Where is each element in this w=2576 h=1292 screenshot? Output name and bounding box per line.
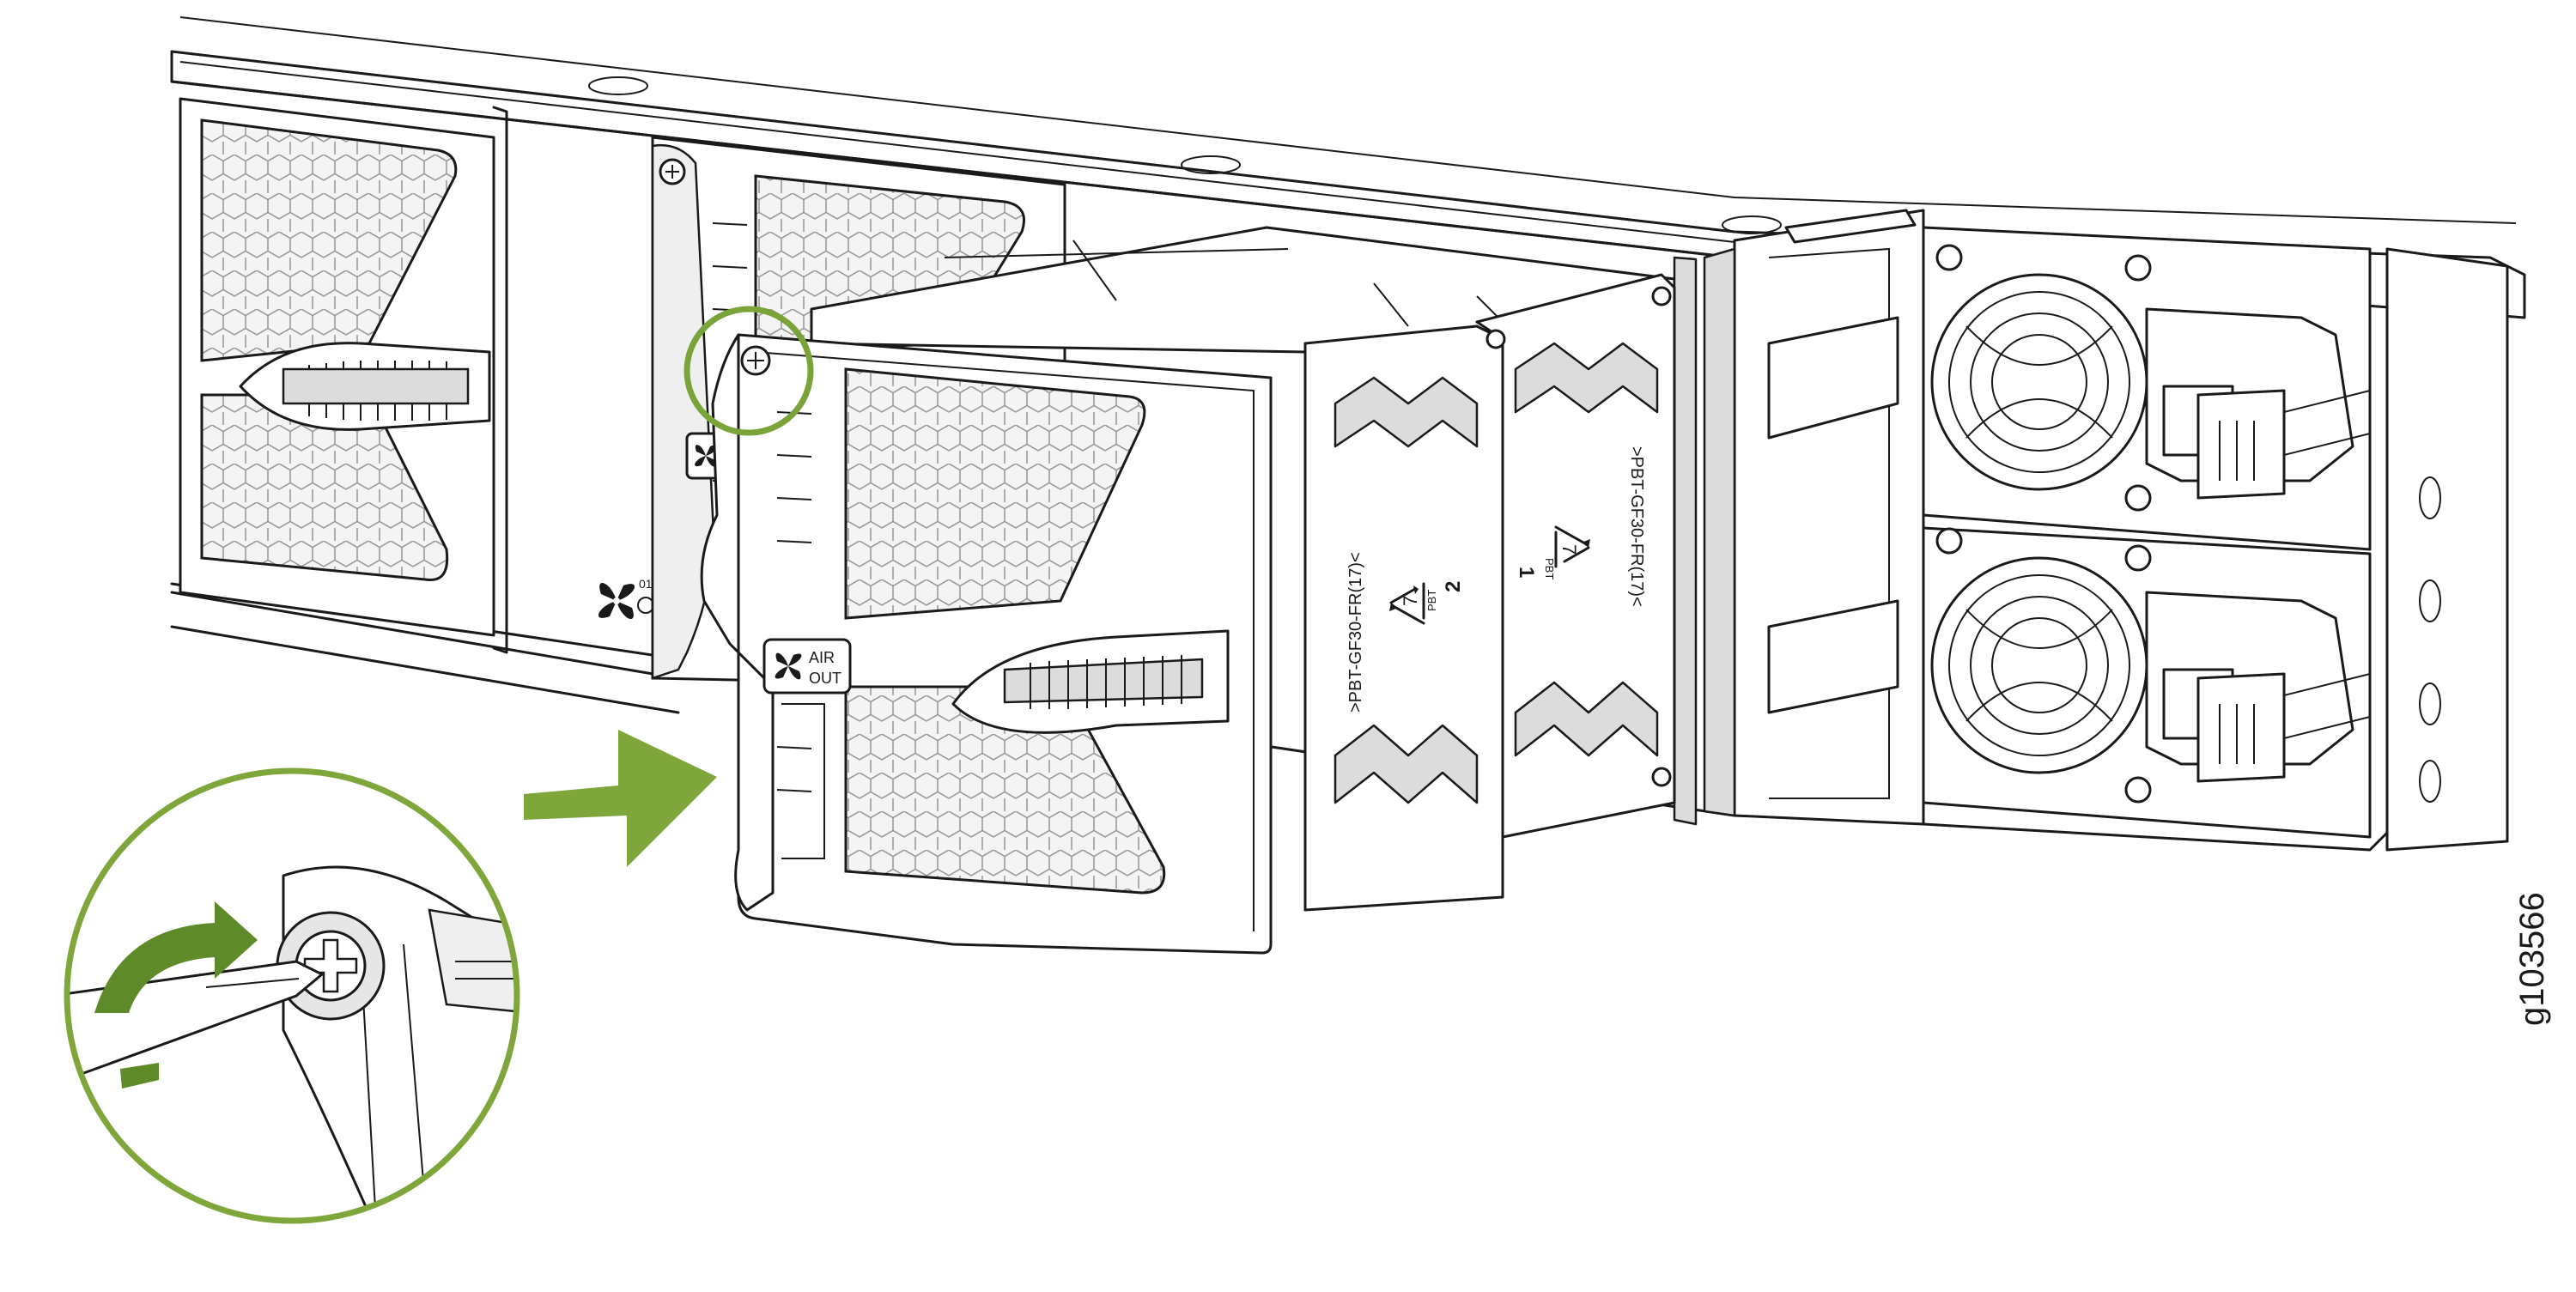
recycle-icon: 7: [1554, 525, 1590, 568]
figure-id: g103566: [2513, 892, 2551, 1026]
rotate-clockwise-icon: [94, 901, 258, 1013]
recycle-material: PBT: [1543, 558, 1556, 579]
callout-ring: [683, 306, 814, 436]
mounting-hole: [588, 76, 648, 95]
fan-grille: [200, 393, 449, 582]
arrow-right-icon: [524, 730, 717, 867]
fan-icon: [598, 582, 635, 620]
fan-grille: [844, 367, 1146, 620]
installed-fan-module: 01: [179, 97, 654, 654]
power-supply-bay: [1703, 209, 2389, 852]
fan-slot-label: 01: [639, 577, 653, 591]
fan-icon: [775, 652, 802, 680]
recycle-material: PBT: [1425, 590, 1438, 611]
chassis-right-side: [2385, 247, 2509, 852]
mounting-hole: [1181, 155, 1241, 174]
fan-grille: [844, 685, 1166, 895]
fan-number-1: 1: [1515, 567, 1538, 578]
new-fan-module: >PBT-GF30-FR(17)< 7 PBT 2 >PBT-GF30-FR(1…: [810, 226, 1698, 912]
airflow-badge-line1: AIR: [809, 649, 835, 666]
module-marking-right: >PBT-GF30-FR(17)<: [1627, 446, 1646, 607]
fan-grille: [200, 118, 458, 362]
psu-handle: [2196, 389, 2286, 500]
psu-handle: [2196, 672, 2286, 783]
power-supply-lower: [1922, 526, 2372, 839]
new-fan-module-front: AIR OUT: [700, 333, 1273, 955]
fan-number-2: 2: [1442, 581, 1465, 592]
screw-detail-callout: [64, 767, 520, 1224]
mounting-hole: [1722, 215, 1782, 234]
psu-fan-guard: [1930, 556, 2148, 774]
recycle-code: 7: [1558, 544, 1580, 555]
callout-ring: [64, 767, 520, 1224]
psu-fan-guard: [1930, 273, 2148, 491]
recycle-code: 7: [1400, 596, 1421, 606]
module-marking-left: >PBT-GF30-FR(17)<: [1346, 552, 1365, 713]
bay-bracket: [1733, 209, 1925, 826]
recycle-icon: 7: [1389, 582, 1425, 625]
airflow-badge: [762, 638, 852, 695]
airflow-badge-line2: OUT: [809, 670, 841, 687]
power-supply-upper: [1922, 226, 2372, 551]
